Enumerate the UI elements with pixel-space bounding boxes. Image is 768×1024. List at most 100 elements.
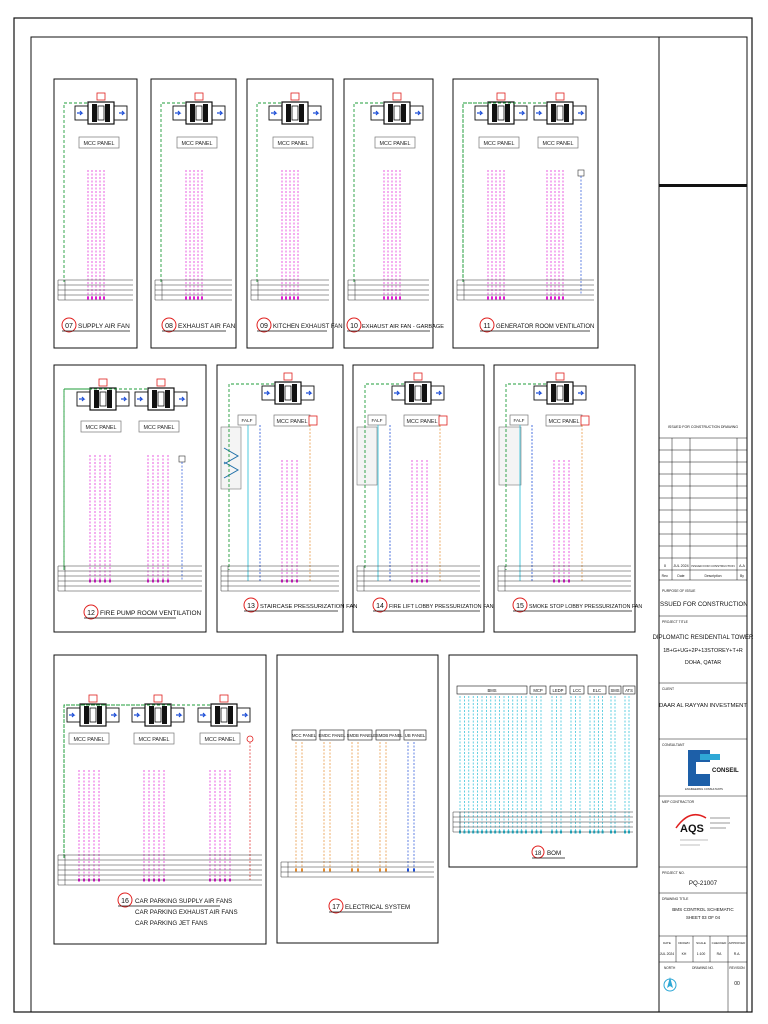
bom-headers: BMS MCP LEDP LCC ELC SMS ATS — [456, 685, 636, 695]
fan-casing — [546, 381, 574, 405]
fan-blade — [215, 706, 220, 724]
mcc-panel-frame — [176, 136, 218, 149]
caption-number-circle — [83, 604, 99, 620]
io-table — [57, 854, 262, 886]
contractor-logo-swoosh — [675, 813, 707, 829]
fan-casing — [210, 703, 238, 727]
caption-11: 11 GENERATOR ROOM VENTILATION — [479, 317, 594, 333]
fan-icon — [197, 694, 251, 727]
fan-blade — [228, 706, 233, 724]
caption-number-circle — [512, 597, 528, 613]
mcc-panel-frame — [68, 732, 110, 745]
mcc-panel-frame — [374, 136, 416, 149]
bom-header-box — [456, 685, 528, 695]
mcc-panel-box: MCC PANEL — [545, 414, 583, 427]
caption-17: 17 ELECTRICAL SYSTEM — [328, 898, 410, 914]
signal-terminal — [193, 296, 195, 300]
fan-blade — [388, 104, 393, 122]
fan-blade — [564, 384, 569, 402]
mcc-panel-frame — [78, 136, 120, 149]
fan-blade — [299, 104, 304, 122]
io-table — [250, 279, 329, 301]
io-table — [497, 565, 631, 592]
rev-by: A.A — [739, 564, 745, 568]
status-tag — [580, 415, 590, 426]
caption-number: 08 — [165, 323, 173, 330]
fan-motor — [97, 105, 105, 121]
consultant-logo-subtext: ENGINEERING CONSULTANTS — [685, 787, 723, 791]
mcc-panel-label: MCC PANEL — [548, 419, 579, 425]
signal-terminal — [285, 296, 287, 300]
fan-icon — [268, 92, 322, 125]
rev-description: ISSUED FOR CONSTRUCTION — [691, 564, 734, 568]
field-device-box — [498, 426, 522, 486]
signal-terminal — [554, 296, 556, 300]
io-table — [280, 861, 434, 878]
control-link-line — [63, 102, 87, 282]
revision-value: 00 — [734, 981, 740, 987]
caption-number: 17 — [332, 904, 340, 911]
rev-header-description: Description — [705, 574, 722, 578]
mcc-panel-label: MCC PANEL — [483, 141, 514, 147]
outer-border — [13, 17, 753, 1013]
airflow-arrow-icon — [271, 110, 278, 116]
info-value-drawn: KH — [682, 952, 687, 956]
panel-frame — [150, 78, 237, 349]
caption-title-line2: CAR PARKING EXHAUST AIR FANS — [135, 909, 238, 916]
control-link-line — [63, 388, 147, 570]
info-value-date: JUL 2024 — [660, 952, 675, 956]
fan-icon — [261, 372, 315, 405]
fan-icon — [172, 92, 226, 125]
control-link-line — [256, 102, 281, 282]
fan-blade — [286, 104, 291, 122]
airflow-arrow-icon — [79, 396, 86, 402]
sensor-tag — [290, 92, 300, 101]
caption-16: 16 CAR PARKING SUPPLY AIR FANS CAR PARKI… — [117, 892, 238, 927]
signal-terminal — [189, 296, 191, 300]
project-line-3: DOHA, QATAR — [685, 660, 721, 666]
signal-terminal — [295, 868, 297, 872]
caption-08: 08 EXHAUST AIR FAN — [161, 317, 236, 333]
fan-motor — [157, 391, 165, 407]
signal-terminal — [293, 296, 295, 300]
fan-icon — [533, 92, 587, 125]
airflow-arrow-icon — [306, 390, 313, 396]
panel-captions: 07 SUPPLY AIR FAN 08 EXHAUST AIR FAN 09 … — [61, 317, 642, 927]
mcc-panel-label: MCC PANEL — [277, 141, 308, 147]
bom-header-label: BMS — [487, 688, 496, 693]
sensor-icon — [246, 735, 254, 743]
bom-header-box — [587, 685, 607, 695]
caption-12: 12 FIRE PUMP ROOM VENTILATION — [83, 604, 202, 620]
io-table — [356, 565, 480, 592]
mcc-panel-box: MCC PANEL — [78, 136, 120, 149]
fan-casing — [185, 101, 213, 125]
info-value-checked: RA — [717, 952, 722, 956]
rev-date: JUL 2024 — [673, 564, 688, 568]
panel-frame — [448, 654, 638, 868]
mcc-panel-box: MCC PANEL — [537, 136, 579, 149]
revision-label: REVISION — [729, 966, 745, 970]
sensor-tag — [98, 378, 108, 387]
fan-blade — [94, 390, 99, 408]
fan-motor — [291, 105, 299, 121]
caption-14: 14 FIRE LIFT LOBBY PRESSURIZATION FAN — [372, 597, 494, 613]
airflow-arrow-icon — [134, 712, 141, 718]
signal-terminal — [491, 296, 493, 300]
fan-blade — [551, 104, 556, 122]
contractor-logo-text: AQS — [680, 823, 704, 835]
signal-terminal — [351, 868, 353, 872]
signal-terminal — [357, 868, 359, 872]
fan-blade — [84, 706, 89, 724]
project-line-2: 1B+G+UG+2P+13STOREY+T+R — [663, 648, 743, 654]
sensor-tag — [194, 92, 204, 101]
fan-blade — [401, 104, 406, 122]
falf-frame — [237, 414, 257, 426]
control-link-line — [353, 102, 383, 282]
fan-motor — [154, 707, 162, 723]
signal-terminal — [562, 296, 564, 300]
signal-terminal — [281, 296, 283, 300]
signal-terminal — [103, 296, 105, 300]
caption-number: 18 — [535, 851, 542, 857]
electrical-panel-box — [347, 729, 373, 741]
fan-icon — [533, 372, 587, 405]
